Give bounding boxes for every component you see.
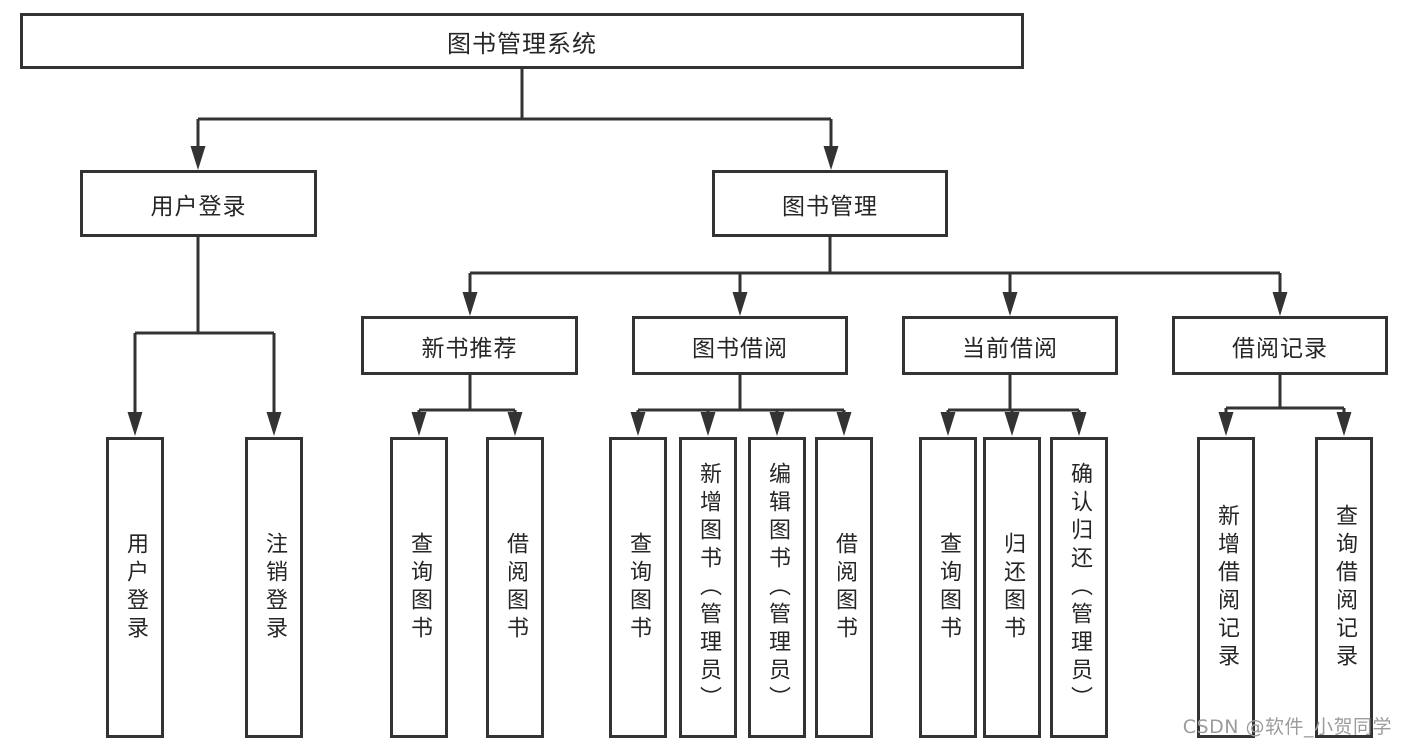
leaf-logout: 注销登录 [245, 437, 303, 738]
node-new-book-recommendation: 新书推荐 [361, 316, 578, 375]
node-label: 图书借阅 [692, 335, 788, 362]
leaf-query-books-current: 查询图书 [919, 437, 977, 738]
node-library-management-system: 图书管理系统 [20, 13, 1024, 69]
node-label: 用户登录 [123, 531, 148, 644]
watermark: CSDN @软件_小贺同学 [1182, 716, 1392, 738]
node-label: 借阅记录 [1232, 335, 1328, 362]
node-current-borrowing: 当前借阅 [902, 316, 1118, 375]
node-label: 借阅图书 [503, 531, 528, 644]
node-label: 图书管理 [782, 193, 878, 220]
node-label: 图书管理系统 [447, 29, 597, 58]
node-label: 确认归还（管理员） [1067, 461, 1092, 714]
leaf-add-books-admin: 新增图书（管理员） [679, 437, 737, 738]
arrowhead-icons [127, 146, 1352, 436]
node-user-login: 用户登录 [80, 170, 317, 237]
node-label: 归还图书 [1000, 531, 1025, 644]
node-book-borrowing: 图书借阅 [632, 316, 848, 375]
node-label: 注销登录 [262, 531, 287, 644]
leaf-confirm-return-admin: 确认归还（管理员） [1050, 437, 1108, 738]
node-label: 查询图书 [407, 531, 432, 644]
leaf-user-login: 用户登录 [106, 437, 164, 738]
node-label: 编辑图书（管理员） [765, 461, 790, 714]
node-label: 借阅图书 [832, 531, 857, 644]
leaf-query-books-recommend: 查询图书 [390, 437, 448, 738]
node-label: 新书推荐 [421, 335, 518, 362]
node-label: 用户登录 [150, 193, 247, 220]
leaf-borrow-books-recommend: 借阅图书 [486, 437, 544, 738]
node-borrowing-records: 借阅记录 [1172, 316, 1388, 375]
leaf-borrow-books: 借阅图书 [815, 437, 873, 738]
leaf-query-books-borrow: 查询图书 [609, 437, 667, 738]
node-label: 当前借阅 [962, 335, 1058, 362]
node-book-management: 图书管理 [712, 170, 948, 237]
leaf-edit-books-admin: 编辑图书（管理员） [748, 437, 806, 738]
node-label: 查询借阅记录 [1332, 503, 1357, 672]
node-label: 新增借阅记录 [1214, 503, 1239, 672]
node-label: 查询图书 [936, 531, 961, 644]
leaf-query-borrow-record: 查询借阅记录 [1315, 437, 1373, 738]
leaf-add-borrow-record: 新增借阅记录 [1197, 437, 1255, 738]
node-label: 查询图书 [626, 531, 651, 644]
leaf-return-books: 归还图书 [983, 437, 1041, 738]
node-label: 新增图书（管理员） [696, 461, 721, 714]
